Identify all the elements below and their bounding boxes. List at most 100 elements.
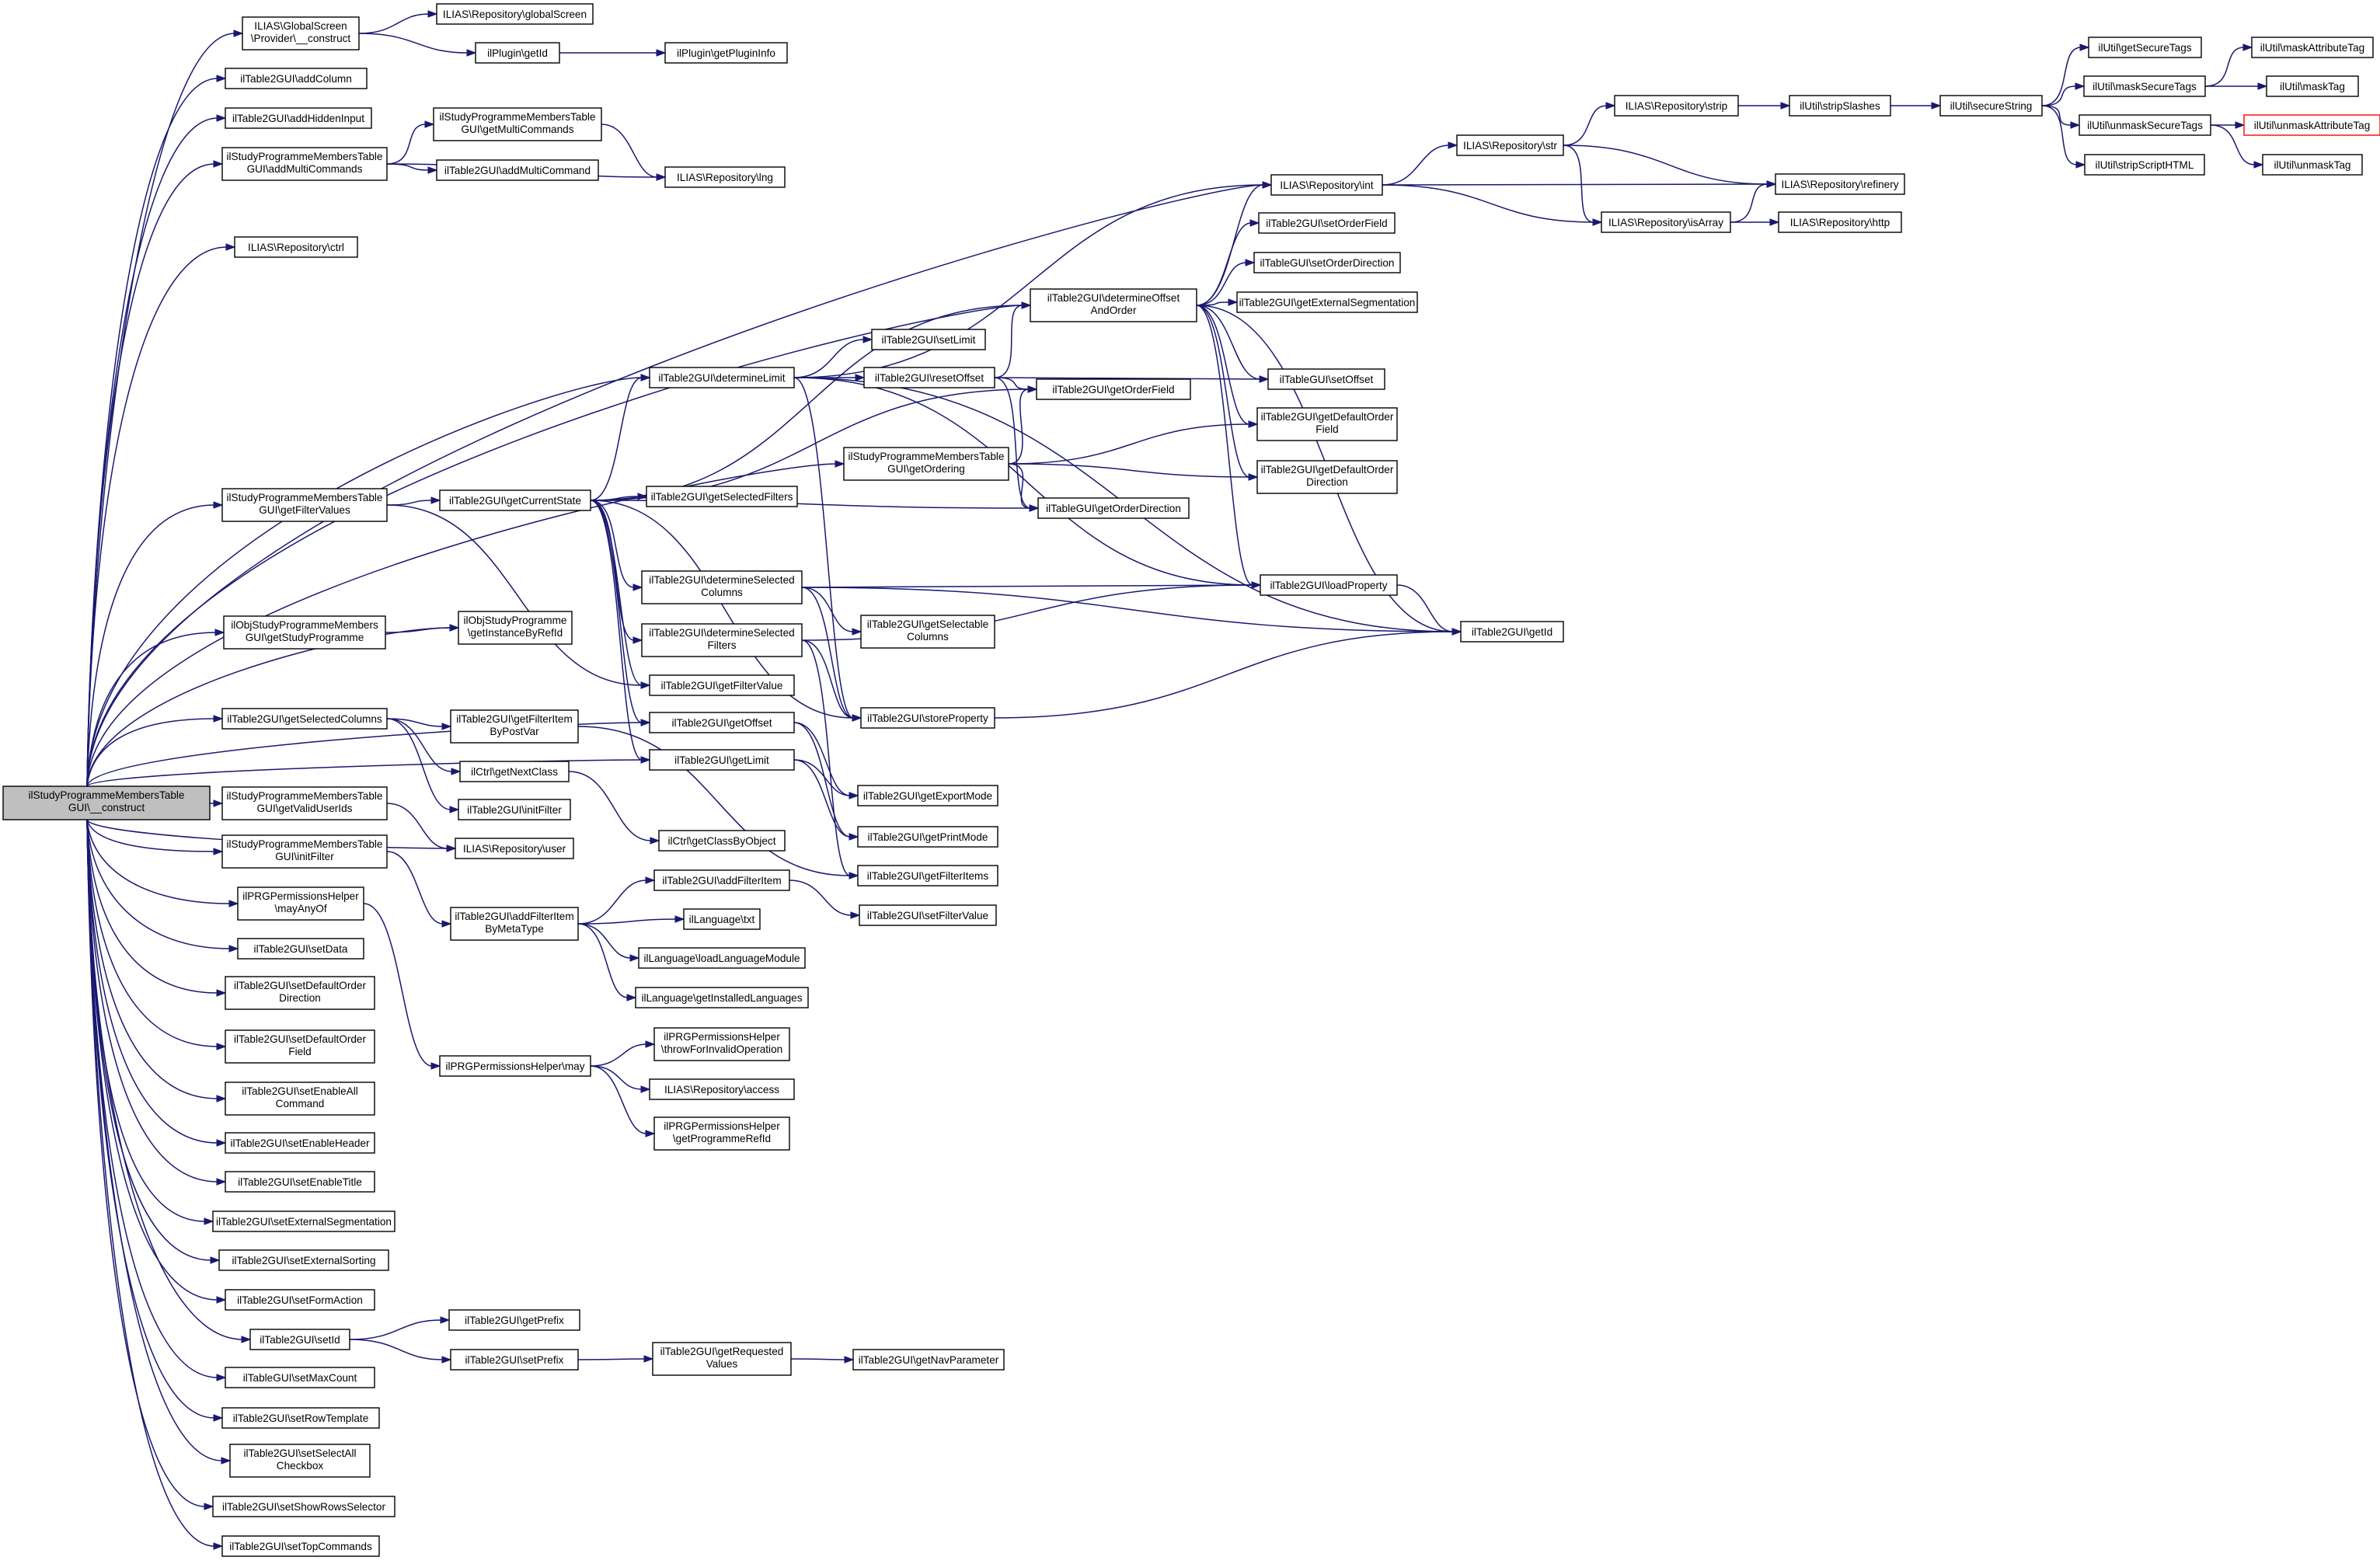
graph-node-user[interactable]: ILIAS\Repository\user xyxy=(455,838,574,859)
graph-node-getFV[interactable]: ilTable2GUI\getFilterValue xyxy=(649,674,795,696)
graph-node-storeProp[interactable]: ilTable2GUI\storeProperty xyxy=(860,707,995,729)
graph-node-getOF[interactable]: ilTable2GUI\getOrderField xyxy=(1036,378,1191,400)
graph-node-prgMayAny[interactable]: ilPRGPermissionsHelper\mayAnyOf xyxy=(237,886,364,921)
graph-node-setOF[interactable]: ilTable2GUI\setOrderField xyxy=(1258,212,1396,234)
graph-node-txt[interactable]: ilLanguage\txt xyxy=(683,908,761,930)
graph-node-getNavP[interactable]: ilTable2GUI\getNavParameter xyxy=(852,1349,1005,1371)
graph-node-secStr[interactable]: ilUtil\secureString xyxy=(1939,95,2043,117)
graph-node-addCol[interactable]: ilTable2GUI\addColumn xyxy=(225,68,368,89)
graph-node-setFA[interactable]: ilTable2GUI\setFormAction xyxy=(225,1289,375,1311)
graph-node-getFItems[interactable]: ilTable2GUI\getFilterItems xyxy=(857,865,998,886)
graph-node-maskSecT[interactable]: ilUtil\maskSecureTags xyxy=(2083,75,2206,97)
call-edge xyxy=(86,243,236,787)
graph-node-initFilter[interactable]: ilTable2GUI\initFilter xyxy=(458,799,571,820)
graph-node-maskTag[interactable]: ilUtil\maskTag xyxy=(2266,75,2359,97)
graph-node-plGetId[interactable]: ilPlugin\getId xyxy=(475,42,560,64)
graph-node-setIdT[interactable]: ilTable2GUI\setId xyxy=(249,1329,350,1350)
graph-node-getExtSeg[interactable]: ilTable2GUI\getExternalSegmentation xyxy=(1236,291,1418,313)
graph-node-root[interactable]: ilStudyProgrammeMembersTableGUI\__constr… xyxy=(2,785,211,820)
graph-node-getInstLang[interactable]: ilLanguage\getInstalledLanguages xyxy=(635,987,809,1008)
graph-node-repoGS[interactable]: ILIAS\Repository\globalScreen xyxy=(436,3,594,25)
graph-node-resetOff[interactable]: ilTable2GUI\resetOffset xyxy=(863,367,995,388)
graph-node-getIdT[interactable]: ilTable2GUI\getId xyxy=(1460,621,1564,643)
graph-node-getCS[interactable]: ilTable2GUI\getCurrentState xyxy=(439,489,591,511)
graph-node-setEH[interactable]: ilTable2GUI\setEnableHeader xyxy=(225,1132,375,1154)
graph-node-setRowT[interactable]: ilTable2GUI\setRowTemplate xyxy=(221,1407,380,1429)
graph-node-strip[interactable]: ILIAS\Repository\strip xyxy=(1614,95,1739,117)
node-label: ilPlugin\getId xyxy=(487,47,548,59)
graph-node-setPrefix[interactable]: ilTable2GUI\setPrefix xyxy=(450,1349,579,1371)
graph-node-addHid[interactable]: ilTable2GUI\addHiddenInput xyxy=(225,107,372,129)
graph-node-getSelF[interactable]: ilTable2GUI\getSelectedFilters xyxy=(646,486,798,507)
graph-node-stripSl[interactable]: ilUtil\stripSlashes xyxy=(1789,95,1891,117)
graph-node-spGetOrd[interactable]: ilStudyProgrammeMembersTableGUI\getOrder… xyxy=(843,447,1009,481)
graph-node-addMC[interactable]: ilTable2GUI\addMultiCommand xyxy=(436,159,599,181)
graph-node-loadLM[interactable]: ilLanguage\loadLanguageModule xyxy=(638,947,806,969)
graph-node-setET[interactable]: ilTable2GUI\setEnableTitle xyxy=(225,1171,375,1193)
graph-node-unmaskAttr[interactable]: ilUtil\unmaskAttributeTag xyxy=(2243,114,2380,136)
graph-node-getExpMode[interactable]: ilTable2GUI\getExportMode xyxy=(857,785,998,806)
graph-node-lng[interactable]: ILIAS\Repository\lng xyxy=(664,166,786,188)
graph-node-setExtSeg[interactable]: ilTable2GUI\setExternalSegmentation xyxy=(212,1210,396,1232)
graph-node-detLimit[interactable]: ilTable2GUI\determineLimit xyxy=(649,367,795,388)
graph-node-setSRS[interactable]: ilTable2GUI\setShowRowsSelector xyxy=(212,1496,396,1517)
graph-node-getOffset[interactable]: ilTable2GUI\getOffset xyxy=(649,712,795,733)
graph-node-setExtSort[interactable]: ilTable2GUI\setExternalSorting xyxy=(218,1249,389,1271)
graph-node-classByObj[interactable]: ilCtrl\getClassByObject xyxy=(658,830,786,852)
graph-node-setData[interactable]: ilTable2GUI\setData xyxy=(237,938,364,960)
graph-node-unmaskTag[interactable]: ilUtil\unmaskTag xyxy=(2262,154,2363,176)
graph-node-gsp[interactable]: ILIAS\GlobalScreen\Provider\__construct xyxy=(242,16,360,51)
graph-node-setMax[interactable]: ilTableGUI\setMaxCount xyxy=(225,1367,375,1388)
graph-node-isArray[interactable]: ILIAS\Repository\isArray xyxy=(1601,211,1731,233)
graph-node-str[interactable]: ILIAS\Repository\str xyxy=(1456,134,1564,156)
graph-node-prgMay[interactable]: ilPRGPermissionsHelper\may xyxy=(439,1055,591,1077)
node-label: ilTableGUI\setOffset xyxy=(1280,374,1374,385)
graph-node-refinery[interactable]: ILIAS\Repository\refinery xyxy=(1775,173,1905,195)
graph-node-setFV[interactable]: ilTable2GUI\setFilterValue xyxy=(859,904,997,926)
graph-node-http[interactable]: ILIAS\Repository\http xyxy=(1778,211,1902,233)
graph-node-access[interactable]: ILIAS\Repository\access xyxy=(649,1078,795,1100)
graph-node-plInfo[interactable]: ilPlugin\getPluginInfo xyxy=(664,42,788,64)
graph-node-spInitF[interactable]: ilStudyProgrammeMembersTableGUI\initFilt… xyxy=(221,834,388,869)
graph-node-spGetMC[interactable]: ilStudyProgrammeMembersTableGUI\getMulti… xyxy=(433,107,602,141)
call-edge xyxy=(801,587,862,636)
graph-node-spAddMC[interactable]: ilStudyProgrammeMembersTableGUI\addMulti… xyxy=(221,147,388,181)
graph-node-getNextClass[interactable]: ilCtrl\getNextClass xyxy=(459,761,570,782)
graph-node-getPrintMode[interactable]: ilTable2GUI\getPrintMode xyxy=(857,826,998,848)
graph-node-getLimit[interactable]: ilTable2GUI\getLimit xyxy=(649,749,795,771)
graph-node-setLimit[interactable]: ilTable2GUI\setLimit xyxy=(871,329,986,350)
graph-node-stripHTML[interactable]: ilUtil\stripScriptHTML xyxy=(2084,154,2205,176)
graph-node-setOD[interactable]: ilTableGUI\setOrderDirection xyxy=(1253,252,1401,273)
graph-node-getODir[interactable]: ilTableGUI\getOrderDirection xyxy=(1037,497,1190,519)
graph-node-getInst[interactable]: ilObjStudyProgramme\getInstanceByRefId xyxy=(458,611,573,645)
graph-node-setTopC[interactable]: ilTable2GUI\setTopCommands xyxy=(221,1535,380,1557)
graph-node-spValid[interactable]: ilStudyProgrammeMembersTableGUI\getValid… xyxy=(221,786,388,820)
graph-node-getProgRef[interactable]: ilPRGPermissionsHelper\getProgrammeRefId xyxy=(653,1116,790,1151)
graph-node-unmaskSecT[interactable]: ilUtil\unmaskSecureTags xyxy=(2079,114,2211,136)
graph-node-throwInv[interactable]: ilPRGPermissionsHelper\throwForInvalidOp… xyxy=(653,1027,790,1061)
graph-node-objSP[interactable]: ilObjStudyProgrammeMembersGUI\getStudyPr… xyxy=(223,615,386,650)
graph-node-getSelCol[interactable]: ilTable2GUI\getSelectedColumns xyxy=(221,708,388,730)
graph-node-ctrl[interactable]: ILIAS\Repository\ctrl xyxy=(234,236,358,258)
graph-node-maskAttr[interactable]: ilUtil\maskAttributeTag xyxy=(2251,37,2374,58)
graph-node-int[interactable]: ILIAS\Repository\int xyxy=(1270,174,1383,196)
graph-node-getSecT[interactable]: ilUtil\getSecureTags xyxy=(2088,37,2202,58)
graph-node-spGetFV[interactable]: ilStudyProgrammeMembersTableGUI\getFilte… xyxy=(221,488,388,522)
graph-node-addFI[interactable]: ilTable2GUI\addFilterItem xyxy=(653,869,790,891)
graph-node-setOff[interactable]: ilTableGUI\setOffset xyxy=(1267,368,1385,390)
graph-node-loadProp[interactable]: ilTable2GUI\loadProperty xyxy=(1260,574,1398,596)
graph-node-getPrefix[interactable]: ilTable2GUI\getPrefix xyxy=(448,1309,580,1331)
